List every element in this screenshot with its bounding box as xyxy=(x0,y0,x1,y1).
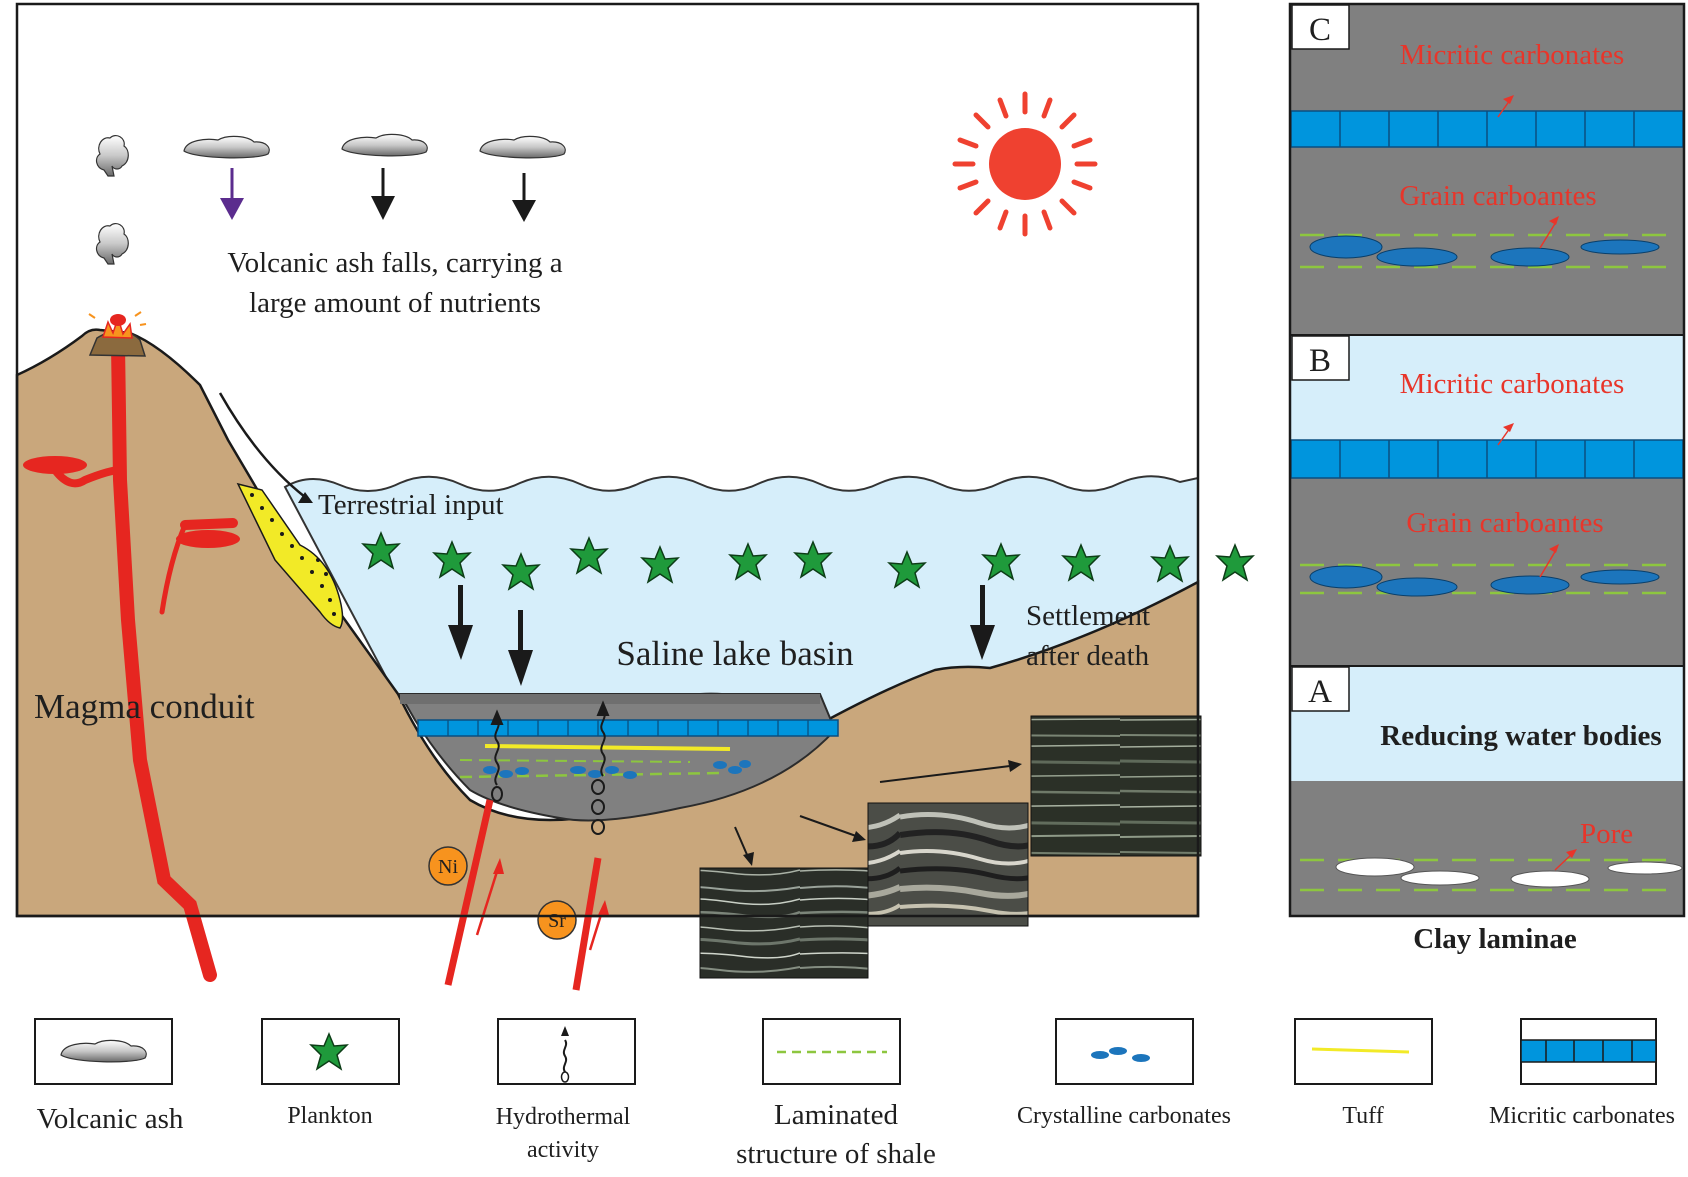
legend-hydro-label-line1: Hydrothermal xyxy=(496,1104,631,1130)
legend-tuff: Tuff xyxy=(1294,1018,1433,1129)
panel-c-top-label: Micritic carbonates xyxy=(1400,39,1625,71)
micritic-icon xyxy=(1520,1039,1657,1063)
shale-photo-3 xyxy=(1030,715,1202,857)
settlement-label-line1: Settlement xyxy=(1026,600,1150,632)
panel-b-top-label: Micritic carbonates xyxy=(1400,368,1625,400)
panel-a: A Reducing water bodies Pore Clay lamina… xyxy=(1291,666,1683,955)
tuff-deposit xyxy=(236,482,344,629)
legend-micritic-label: Micritic carbonates xyxy=(1489,1103,1675,1129)
basin-tuff xyxy=(484,744,731,751)
shale-photo-1 xyxy=(699,867,869,979)
settlement-label-line2: after death xyxy=(1026,640,1150,672)
legend-plankton: Plankton xyxy=(261,1018,400,1129)
faults xyxy=(444,799,609,991)
panel-b-letter: B xyxy=(1309,343,1331,379)
photo-pointer-arrows xyxy=(734,760,1022,866)
tuff-icon xyxy=(1311,1047,1410,1054)
legend-laminated-label-line1: Laminated xyxy=(774,1099,899,1131)
ash-fall-arrows xyxy=(220,168,536,222)
panel-b-bottom-label: Grain carboantes xyxy=(1406,507,1603,539)
main-scene: Ni Sr xyxy=(15,2,1254,991)
panel-a-letter: A xyxy=(1308,674,1332,710)
volcano-vent xyxy=(88,311,147,357)
crystalline-icon xyxy=(1091,1047,1150,1062)
legend-crystalline-label: Crystalline carbonates xyxy=(1017,1103,1231,1129)
legend-micritic: Micritic carbonates xyxy=(1489,1018,1675,1129)
panel-c-bottom-label: Grain carboantes xyxy=(1399,180,1596,212)
terrestrial-input-label: Terrestrial input xyxy=(318,489,504,521)
ash-label-line2: large amount of nutrients xyxy=(249,287,541,319)
panel-b: B Micritic carbonates Grain carboantes xyxy=(1290,335,1684,666)
magma-conduit xyxy=(51,338,238,982)
legend-tuff-label: Tuff xyxy=(1342,1103,1383,1129)
lake-basin-label: Saline lake basin xyxy=(616,634,853,673)
hydrothermal-icon xyxy=(562,1039,568,1073)
shale-photo-2 xyxy=(867,802,1029,927)
ni-badge: Ni xyxy=(428,846,468,886)
basin-crystalline-carbonates xyxy=(483,760,751,779)
legend-laminated-label-line2: structure of shale xyxy=(736,1138,936,1170)
legend-plankton-label: Plankton xyxy=(287,1103,372,1129)
panel-c-letter: C xyxy=(1309,12,1331,48)
right-panels: C Micritic carbonates Grain carboantes xyxy=(1288,2,1686,955)
panel-a-pore-label: Pore xyxy=(1580,818,1633,850)
legend-laminated: Laminated structure of shale xyxy=(736,1018,936,1170)
legend: Volcanic ash Plankton Hydrothermal activ… xyxy=(34,1018,1675,1170)
panel-a-top-label: Reducing water bodies xyxy=(1380,720,1661,752)
legend-crystalline: Crystalline carbonates xyxy=(1017,1018,1231,1129)
legend-hydro-label-line2: activity xyxy=(527,1137,599,1163)
basin-micrite-band xyxy=(417,719,839,737)
ni-label: Ni xyxy=(438,856,458,878)
magma-conduit-label: Magma conduit xyxy=(34,687,255,726)
legend-hydrothermal: Hydrothermal activity xyxy=(496,1018,636,1163)
settlement-arrows xyxy=(448,585,995,686)
panel-a-bottom-label: Clay laminae xyxy=(1413,923,1577,955)
panel-c: C Micritic carbonates Grain carboantes xyxy=(1290,4,1684,335)
legend-volcanic-ash: Volcanic ash xyxy=(34,1018,184,1135)
sr-label: Sr xyxy=(548,910,566,932)
legend-volcanic-ash-label: Volcanic ash xyxy=(37,1103,184,1135)
sun-icon xyxy=(952,91,1098,237)
ash-label-line1: Volcanic ash falls, carrying a xyxy=(227,247,562,279)
sr-badge: Sr xyxy=(537,900,577,940)
hydrothermal-vents xyxy=(490,700,610,835)
panel-c-micrite-band xyxy=(1290,110,1684,148)
panel-b-micrite-band xyxy=(1290,439,1684,479)
